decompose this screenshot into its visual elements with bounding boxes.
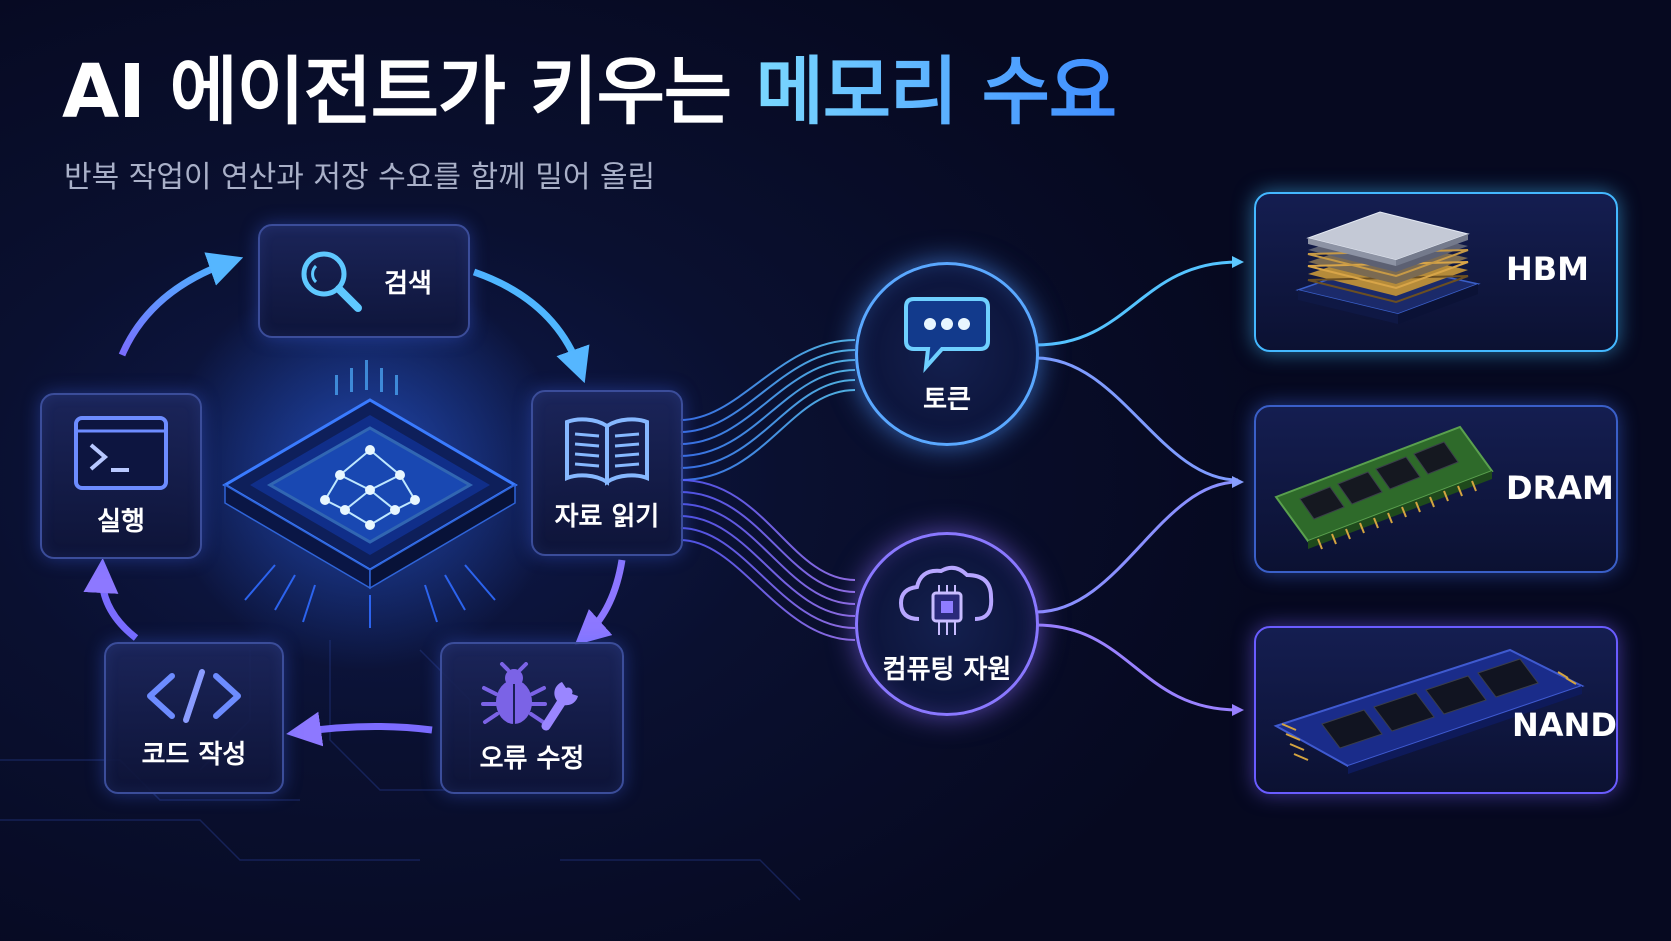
step-search: 검색 [258, 224, 470, 338]
step-code-label: 코드 작성 [141, 739, 247, 770]
nand-ssd-icon [1273, 648, 1585, 774]
chat-bubble-icon [904, 296, 990, 373]
cloud-chip-icon [898, 565, 994, 635]
search-icon [301, 251, 363, 312]
resource-compute-label: 컴퓨팅 자원 [882, 654, 1012, 685]
resource-token: 토큰 [855, 262, 1039, 446]
code-icon [147, 668, 241, 723]
resource-token-label: 토큰 [923, 384, 971, 415]
memory-dram: DRAM [1254, 405, 1618, 573]
memory-nand-label: NAND [1512, 706, 1617, 744]
step-read: 자료 읽기 [531, 390, 683, 556]
step-fix: 오류 수정 [440, 642, 624, 794]
page-title: AI 에이전트가 키우는 메모리 수요 [62, 49, 1117, 135]
page-subtitle: 반복 작업이 연산과 저장 수요를 함께 밀어 올림 [64, 160, 656, 195]
step-run-label: 실행 [97, 506, 145, 537]
memory-hbm-label: HBM [1506, 250, 1590, 288]
step-read-label: 자료 읽기 [554, 501, 660, 532]
step-fix-label: 오류 수정 [479, 743, 585, 774]
step-run: 실행 [40, 393, 202, 559]
memory-nand: NAND [1254, 626, 1618, 794]
title-highlight: 메모리 수요 [755, 49, 1117, 135]
step-search-label: 검색 [384, 268, 432, 299]
bug-wrench-icon [481, 661, 578, 730]
step-code: 코드 작성 [104, 642, 284, 794]
memory-dram-label: DRAM [1506, 469, 1614, 507]
book-icon [565, 416, 649, 486]
hbm-stack-icon [1295, 211, 1481, 324]
dram-module-icon [1274, 425, 1494, 550]
title-main: AI 에이전트가 키우는 [62, 49, 732, 135]
memory-hbm: HBM [1254, 192, 1618, 352]
resource-compute: 컴퓨팅 자원 [855, 532, 1039, 716]
ai-chip-icon [222, 360, 518, 628]
terminal-icon [74, 415, 168, 490]
